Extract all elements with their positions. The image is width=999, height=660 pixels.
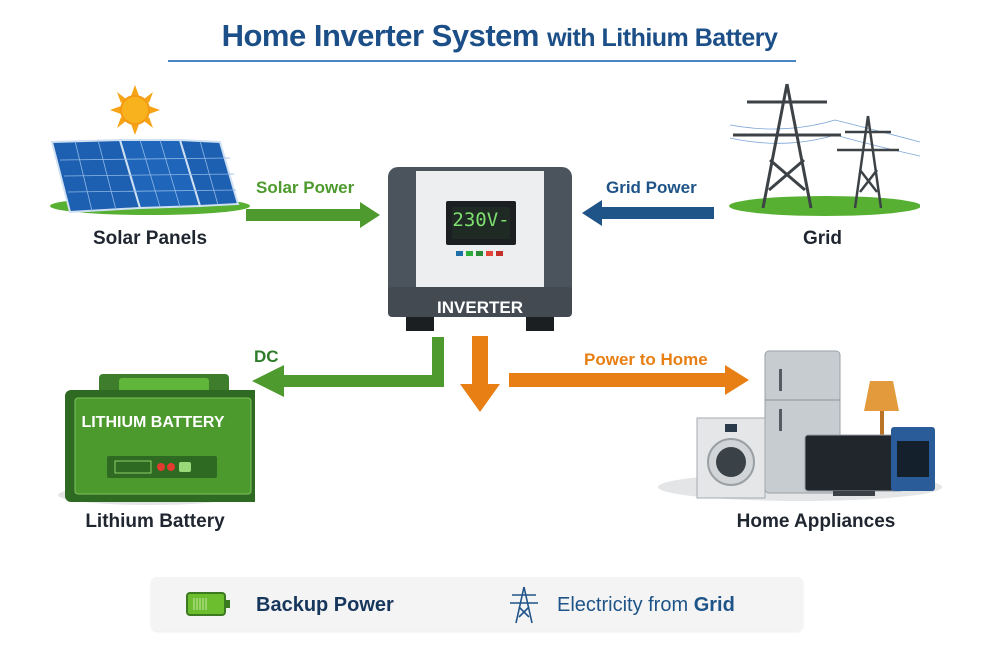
small-tower-icon	[837, 115, 899, 209]
legend-electricity-from-grid: Electricity from Grid	[557, 594, 735, 617]
tv-icon	[804, 434, 904, 496]
lithium-battery-illustration	[58, 374, 255, 505]
inverter-illustration	[388, 167, 572, 331]
grid-power-label: Grid Power	[606, 178, 697, 197]
solar-panel-array	[50, 138, 240, 214]
power-to-home-label: Power to Home	[584, 350, 708, 369]
grid-towers-illustration	[729, 83, 920, 216]
power-to-home-arrow	[509, 365, 749, 395]
dc-arrow	[252, 337, 444, 397]
inverter-label: INVERTER	[437, 298, 523, 317]
legend-grid-prefix: Electricity from	[557, 594, 694, 616]
legend-backup-power: Backup Power	[256, 594, 394, 616]
title-suffix: with Lithium Battery	[547, 24, 778, 52]
dc-label: DC	[254, 347, 279, 366]
backup-battery-icon	[186, 592, 230, 616]
grid-label: Grid	[802, 228, 843, 249]
grid-power-arrow	[582, 200, 714, 226]
solar-panels-illustration	[50, 85, 250, 215]
battery-label: Lithium Battery	[85, 511, 225, 532]
inverter-display: 230V-	[452, 209, 510, 231]
home-appliances-label: Home Appliances	[736, 511, 896, 532]
legend	[151, 577, 803, 631]
output-down-arrow	[460, 336, 500, 412]
washing-machine-icon	[696, 417, 766, 499]
status-leds	[456, 251, 503, 256]
microwave-icon	[891, 427, 935, 491]
home-appliances-illustration	[658, 350, 942, 501]
legend-grid-bold: Grid	[693, 594, 735, 616]
battery-casing-label: LITHIUM BATTERY	[81, 414, 225, 431]
large-tower-icon	[733, 83, 841, 209]
sun-icon	[110, 85, 160, 135]
page-title: Home Inverter System with Lithium Batter…	[0, 18, 999, 54]
solar-panels-label: Solar Panels	[92, 228, 208, 249]
lamp-icon	[864, 381, 899, 435]
solar-power-arrow	[246, 202, 380, 228]
grid-tower-icon	[510, 586, 538, 624]
title-underline	[168, 60, 796, 62]
title-main: Home Inverter System	[221, 18, 540, 53]
solar-power-label: Solar Power	[256, 178, 355, 197]
